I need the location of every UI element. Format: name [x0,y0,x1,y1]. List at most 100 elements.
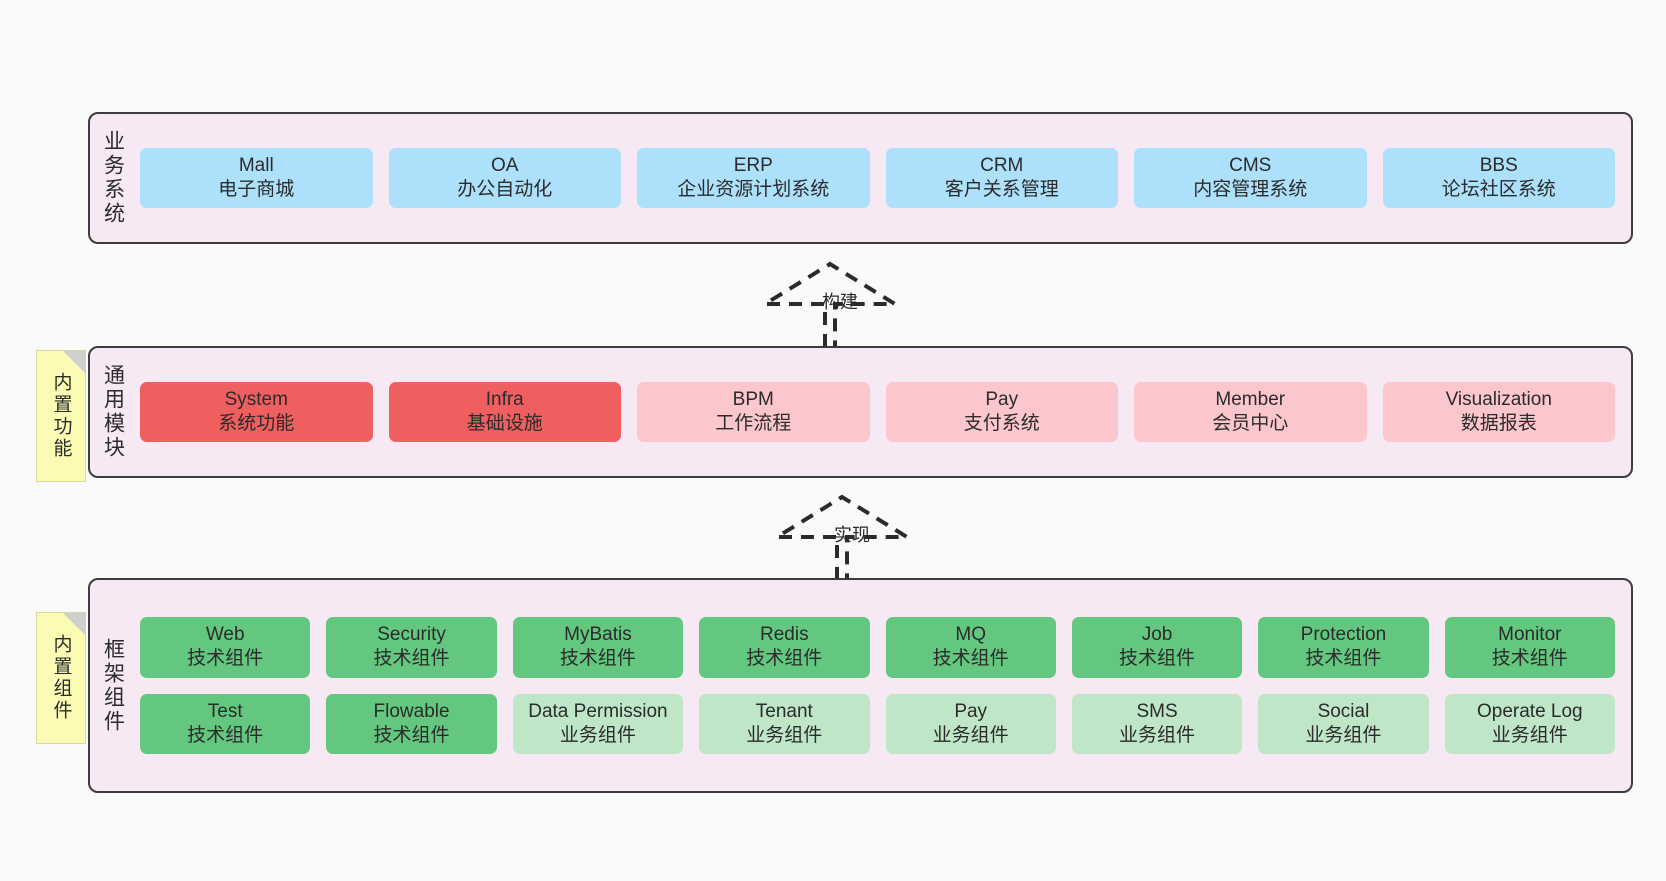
card-flowable[interactable]: Flowable 技术组件 [326,693,497,755]
card-subtitle: 技术组件 [746,648,823,670]
card-security[interactable]: Security 技术组件 [326,616,497,678]
layer-business-system: 业务系统 Mall 电子商城 OA 办公自动化 ERP 企业资源计划系统 CRM… [88,112,1633,244]
card-subtitle: 技术组件 [1119,648,1196,670]
card-title: Redis [760,623,809,645]
card-bpm[interactable]: BPM 工作流程 [637,381,870,443]
dashed-open-arrow-up-icon [769,494,915,580]
card-tenant[interactable]: Tenant 业务组件 [699,693,870,755]
card-title: Visualization [1445,388,1552,410]
card-test[interactable]: Test 技术组件 [140,693,311,755]
card-mybatis[interactable]: MyBatis 技术组件 [512,616,684,678]
card-title: Mall [238,154,274,176]
card-title: Tenant [755,700,813,722]
layer-label-framework-component: 框架组件 [101,637,125,734]
connector-build: 构建 [757,261,903,347]
card-monitor[interactable]: Monitor 技术组件 [1444,616,1615,678]
card-protection[interactable]: Protection 技术组件 [1258,616,1429,678]
card-title: MQ [955,623,986,645]
card-subtitle: 办公自动化 [457,179,553,200]
note-builtin-function: 内置功能 [36,350,86,482]
card-subtitle: 论坛社区系统 [1441,179,1556,200]
card-title: Pay [954,700,988,722]
card-cms[interactable]: CMS 内容管理系统 [1134,147,1367,209]
card-subtitle: 系统功能 [218,413,295,434]
card-title: MyBatis [564,623,632,645]
card-title: Monitor [1498,623,1562,645]
card-subtitle: 技术组件 [1305,648,1382,670]
card-subtitle: 企业资源计划系统 [677,179,830,200]
card-title: CRM [980,154,1024,176]
card-job[interactable]: Job 技术组件 [1071,616,1243,678]
card-pay[interactable]: Pay 支付系统 [885,381,1118,443]
card-erp[interactable]: ERP 企业资源计划系统 [637,147,870,209]
card-subtitle: 技术组件 [187,648,264,670]
card-crm[interactable]: CRM 客户关系管理 [885,147,1118,209]
card-subtitle: 支付系统 [963,413,1040,434]
card-title: System [224,388,288,410]
card-subtitle: 会员中心 [1212,413,1289,434]
card-subtitle: 电子商城 [218,179,295,200]
card-member[interactable]: Member 会员中心 [1134,381,1367,443]
card-row: Mall 电子商城 OA 办公自动化 ERP 企业资源计划系统 CRM 客户关系… [140,147,1615,209]
card-title: Security [377,623,446,645]
layer-cells-business-system: Mall 电子商城 OA 办公自动化 ERP 企业资源计划系统 CRM 客户关系… [136,114,1631,242]
card-sms[interactable]: SMS 业务组件 [1071,693,1243,755]
card-oa[interactable]: OA 办公自动化 [388,147,621,209]
card-title: SMS [1136,700,1178,722]
note-label: 内置组件 [50,634,72,722]
card-title: Data Permission [528,700,668,722]
card-subtitle: 技术组件 [373,648,450,670]
card-row: System 系统功能 Infra 基础设施 BPM 工作流程 Pay 支付系统… [140,381,1615,443]
card-subtitle: 技术组件 [1491,648,1568,670]
card-bbs[interactable]: BBS 论坛社区系统 [1382,147,1615,209]
layer-label-common-module: 通用模块 [101,364,125,460]
layer-cells-framework-component: Web 技术组件 Security 技术组件 MyBatis 技术组件 Redi… [136,580,1631,791]
card-infra[interactable]: Infra 基础设施 [388,381,621,443]
card-title: Flowable [373,700,450,722]
card-row: Test 技术组件 Flowable 技术组件 Data Permission … [140,693,1615,755]
connector-implement: 实现 [769,494,922,580]
card-title: Web [205,623,245,645]
card-title: Protection [1300,623,1387,645]
card-mall[interactable]: Mall 电子商城 [140,147,373,209]
card-redis[interactable]: Redis 技术组件 [699,616,870,678]
layer-cells-common-module: System 系统功能 Infra 基础设施 BPM 工作流程 Pay 支付系统… [136,348,1631,476]
card-subtitle: 业务组件 [559,724,636,746]
card-subtitle: 工作流程 [715,413,792,434]
card-title: Member [1215,388,1286,410]
card-subtitle: 技术组件 [187,724,264,746]
note-label: 内置功能 [50,372,72,460]
card-system[interactable]: System 系统功能 [140,381,373,443]
card-web[interactable]: Web 技术组件 [140,616,311,678]
card-title: Operate Log [1476,700,1583,722]
card-mq[interactable]: MQ 技术组件 [885,616,1056,678]
note-builtin-component: 内置组件 [36,612,86,744]
card-title: BPM [732,388,774,410]
card-title: Social [1317,700,1370,722]
card-data-permission[interactable]: Data Permission 业务组件 [512,693,684,755]
connector-label-implement: 实现 [834,525,870,545]
card-subtitle: 业务组件 [932,724,1009,746]
card-title: Infra [485,388,524,410]
card-subtitle: 业务组件 [746,724,823,746]
layer-common-module: 通用模块 System 系统功能 Infra 基础设施 BPM 工作流程 Pay… [88,346,1633,478]
dashed-open-arrow-up-icon [757,261,903,347]
card-title: Pay [985,388,1019,410]
card-subtitle: 技术组件 [932,648,1009,670]
card-subtitle: 基础设施 [466,413,543,434]
card-operate-log[interactable]: Operate Log 业务组件 [1444,693,1615,755]
card-title: Job [1141,623,1173,645]
connector-label-build: 构建 [822,292,858,312]
card-subtitle: 技术组件 [373,724,450,746]
card-title: OA [491,154,519,176]
card-visualization[interactable]: Visualization 数据报表 [1382,381,1615,443]
card-title: Test [207,700,243,722]
layer-label-business-system: 业务系统 [101,130,125,226]
layer-framework-component: 框架组件 Web 技术组件 Security 技术组件 MyBatis 技术组件… [88,578,1633,793]
card-subtitle: 业务组件 [1119,724,1196,746]
card-pay-biz[interactable]: Pay 业务组件 [885,693,1056,755]
card-social[interactable]: Social 业务组件 [1258,693,1429,755]
card-subtitle: 内容管理系统 [1193,179,1308,200]
card-title: CMS [1229,154,1272,176]
